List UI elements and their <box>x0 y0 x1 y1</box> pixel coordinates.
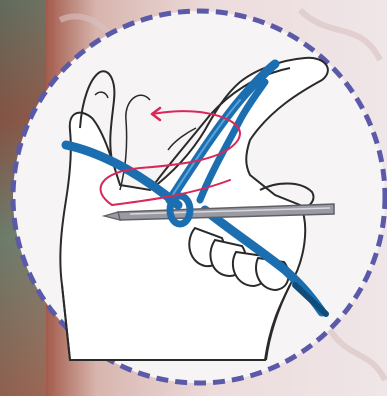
illustration-frame <box>0 0 387 396</box>
yarn-winding-illustration <box>0 0 387 396</box>
